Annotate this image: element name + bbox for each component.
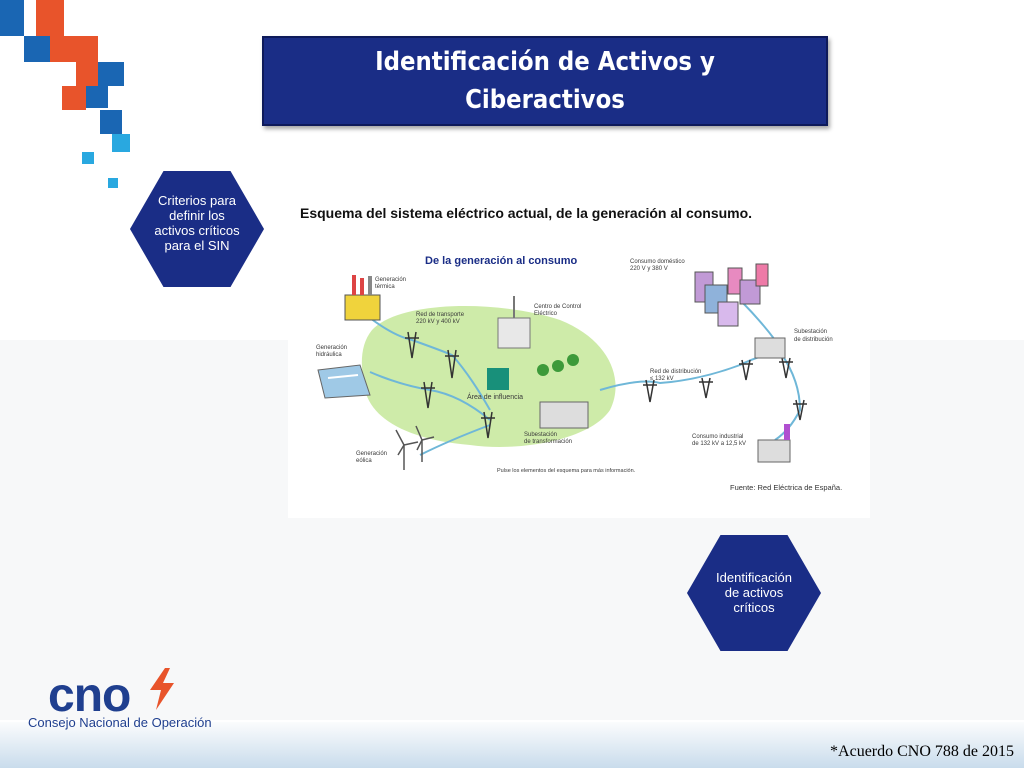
logo-subtitle: Consejo Nacional de Operación bbox=[28, 715, 212, 730]
diagram-panel bbox=[288, 182, 870, 518]
logo-name: cno bbox=[48, 669, 131, 722]
bottom-gradient-bar bbox=[0, 722, 1024, 768]
slide-title-box: Identificación de Activos y Ciberactivos bbox=[262, 36, 828, 126]
hexagon-identification-text: Identificación de activos críticos bbox=[716, 570, 792, 615]
diagram-heading: Esquema del sistema eléctrico actual, de… bbox=[300, 205, 753, 221]
lightning-bolt-icon bbox=[150, 668, 174, 710]
hexagon-criteria-text: Criterios para definir los activos críti… bbox=[154, 193, 240, 253]
slide-title: Identificación de Activos y Ciberactivos bbox=[375, 47, 715, 115]
footer-note: *Acuerdo CNO 788 de 2015 bbox=[830, 743, 1014, 760]
